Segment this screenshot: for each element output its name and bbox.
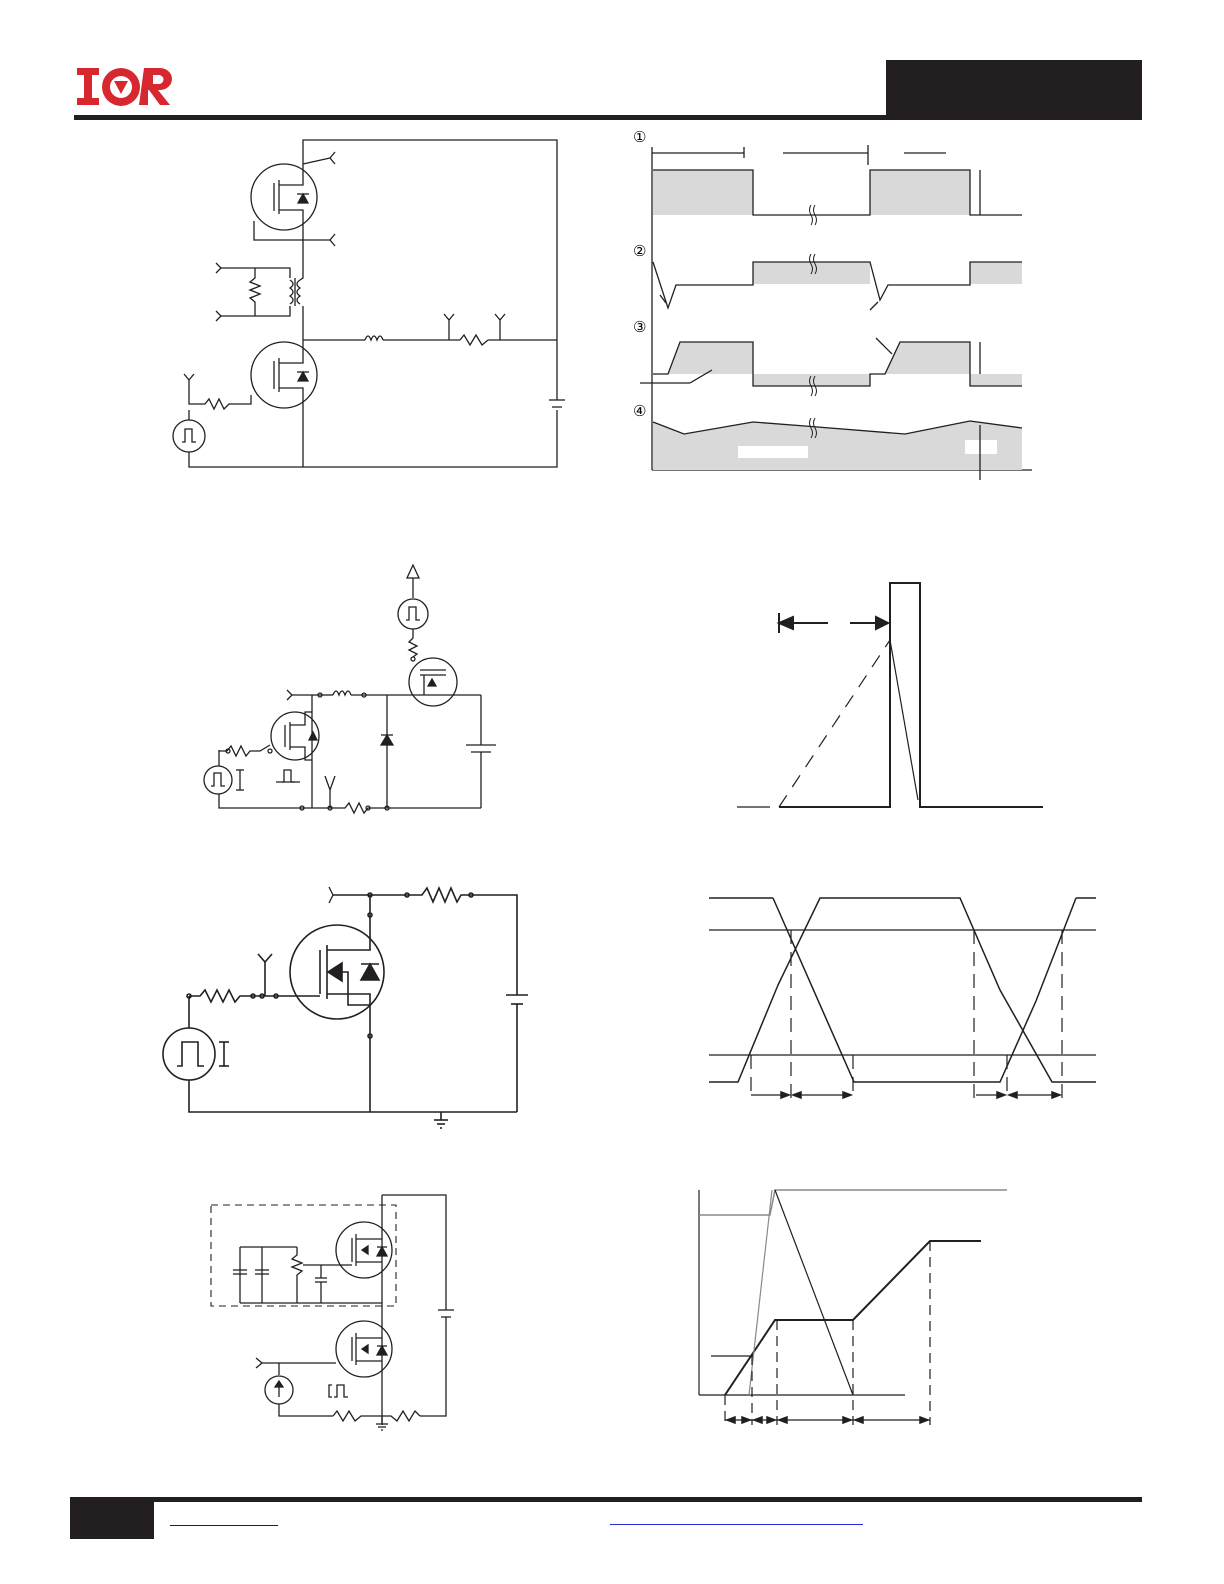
circuit-switching bbox=[162, 885, 528, 1129]
header-rule bbox=[74, 115, 1142, 120]
circuit-avalanche bbox=[203, 563, 496, 815]
avalanche-waveform bbox=[737, 582, 1043, 808]
marker-1: ① bbox=[633, 129, 647, 146]
marker-2: ② bbox=[633, 243, 647, 260]
ior-logo bbox=[77, 68, 172, 106]
footer-page-box bbox=[70, 1497, 154, 1539]
marker-3: ③ bbox=[633, 319, 647, 336]
footer-rule bbox=[70, 1497, 1142, 1502]
footer-link-underline[interactable] bbox=[610, 1524, 863, 1525]
marker-4: ④ bbox=[633, 403, 647, 420]
footer-left-underline bbox=[170, 1525, 278, 1526]
waveforms-diode-recovery bbox=[640, 145, 1032, 480]
circuit-diode-recovery bbox=[172, 139, 565, 468]
circuit-gate-charge bbox=[210, 1194, 454, 1431]
header-black-box bbox=[886, 60, 1142, 119]
gate-charge-waveform bbox=[698, 1189, 1007, 1425]
switching-waveform bbox=[709, 897, 1096, 1100]
